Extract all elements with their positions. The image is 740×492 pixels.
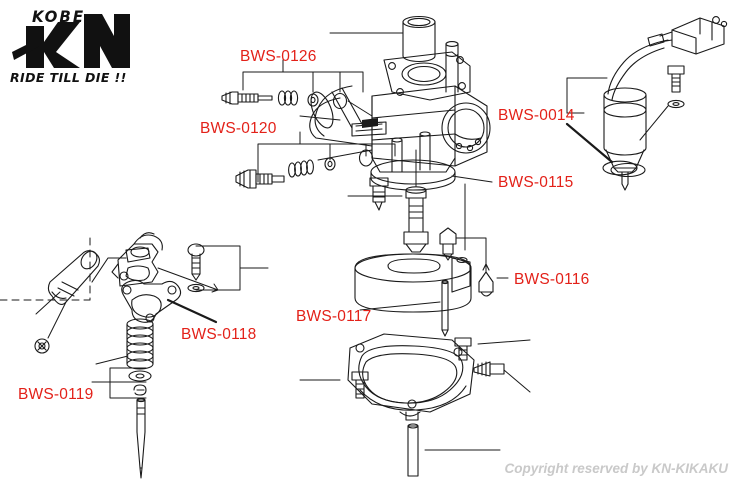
part-label-bws-0014: BWS-0014 [498, 107, 575, 124]
part-label-bws-0115: BWS-0115 [498, 174, 574, 191]
brand-tagline: RIDE TILL DIE !! [10, 70, 127, 85]
brand-logo: KOBE RIDE TILL DIE !! [10, 8, 130, 88]
copyright-notice: Copyright reserved by KN-KIKAKU [504, 461, 728, 476]
part-label-bws-0119: BWS-0119 [18, 386, 94, 403]
brand-top-text: KOBE [32, 7, 86, 27]
part-label-bws-0117: BWS-0117 [296, 308, 372, 325]
part-label-bws-0120: BWS-0120 [200, 120, 277, 137]
part-label-bws-0118: BWS-0118 [181, 326, 257, 343]
part-label-bws-0126: BWS-0126 [240, 48, 317, 65]
part-label-bws-0116: BWS-0116 [514, 271, 590, 288]
kn-monogram-icon [12, 14, 130, 68]
